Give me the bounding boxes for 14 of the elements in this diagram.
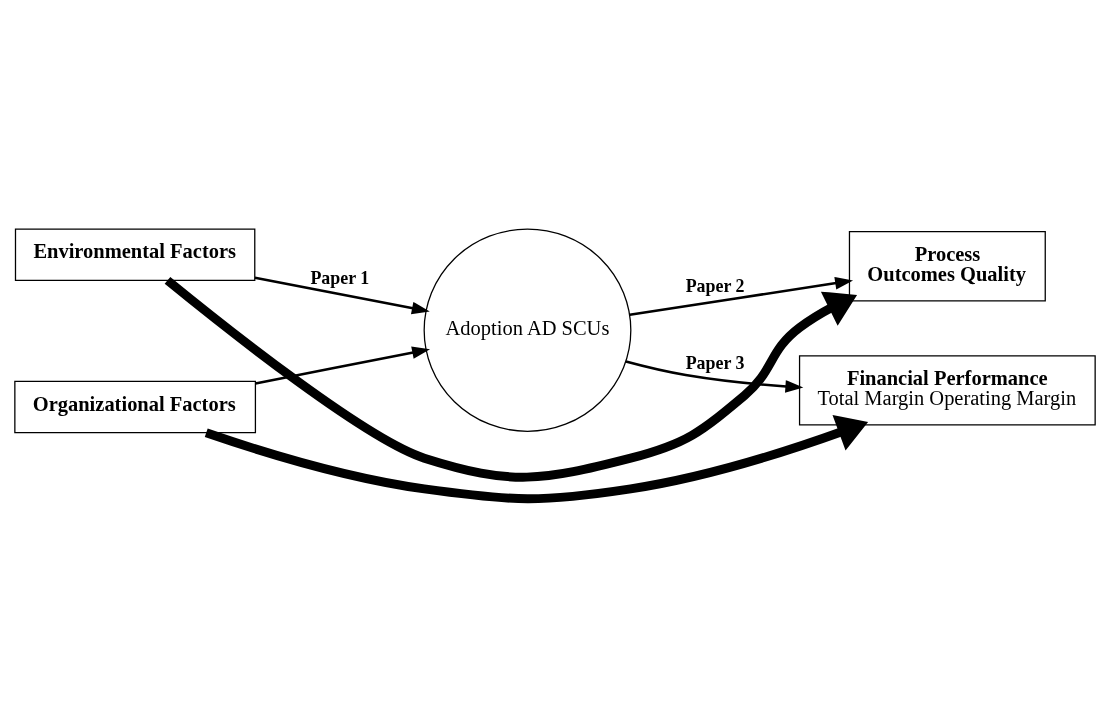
- arrow: [255, 346, 431, 385]
- node-box: Process Outcomes Quality: [848, 231, 1046, 302]
- node-circle: Adoption AD SCUs: [423, 228, 632, 432]
- node-box: Environmental Factors: [14, 228, 256, 281]
- arrow: [204, 414, 869, 504]
- edge-label: Paper 2: [685, 276, 745, 297]
- edge-label: Paper 3: [685, 352, 745, 373]
- node-box: Financial Performance Total Margin Operating Margin: [798, 355, 1096, 426]
- arrow: [254, 276, 430, 315]
- arrow: [164, 276, 858, 482]
- arrow: [629, 277, 854, 316]
- edge-label: Paper 1: [310, 268, 370, 289]
- node-box: Organizational Factors: [14, 380, 257, 434]
- arrow: [625, 360, 804, 393]
